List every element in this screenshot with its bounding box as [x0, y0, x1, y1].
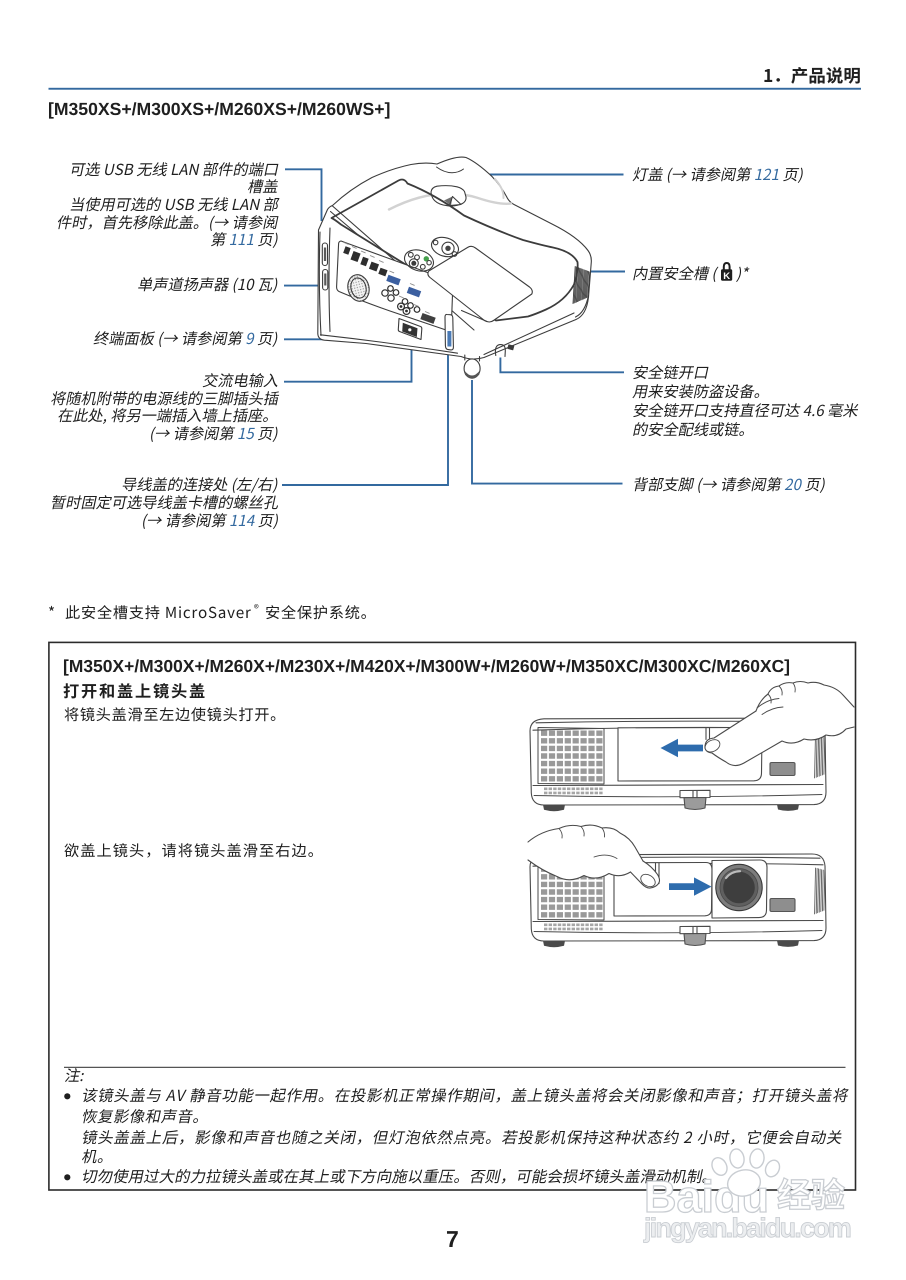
- svg-text:K: K: [723, 271, 730, 282]
